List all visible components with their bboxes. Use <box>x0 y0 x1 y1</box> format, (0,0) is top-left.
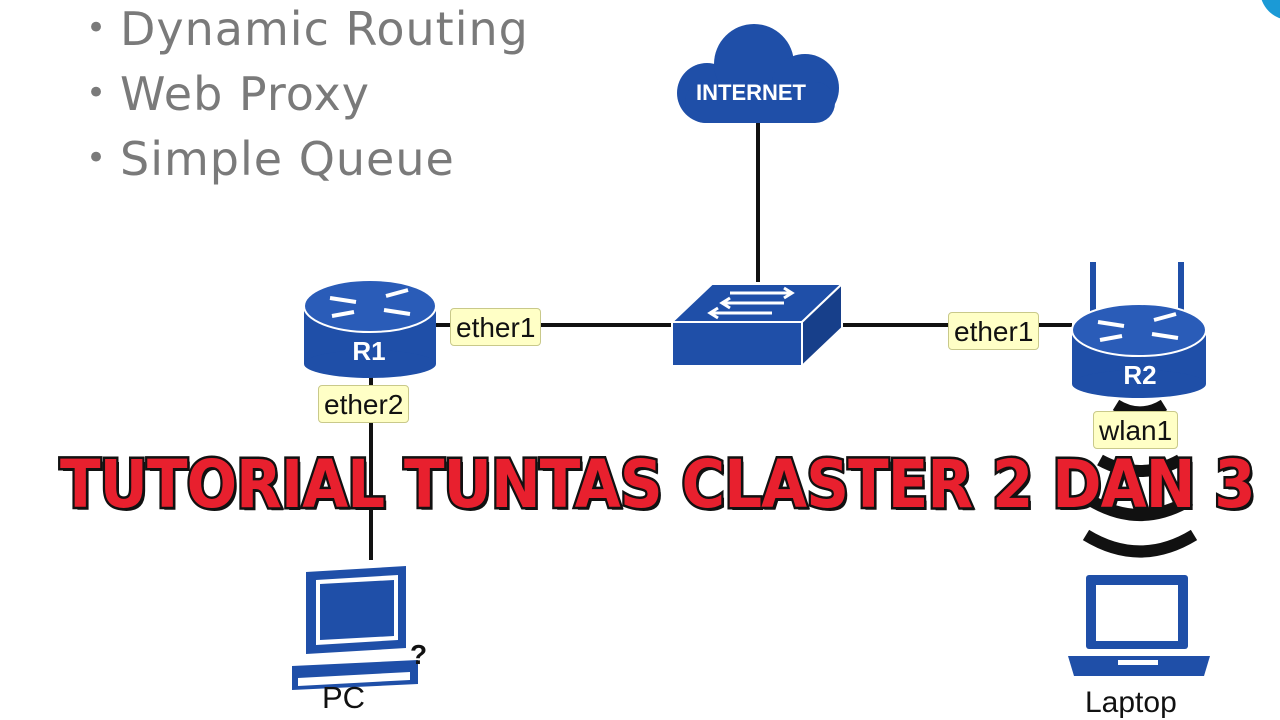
bullet-text: Web Proxy <box>120 67 370 121</box>
r2-ether1-label: ether1 <box>948 312 1040 350</box>
router-r2-icon <box>1071 262 1207 398</box>
bullet-dot: • <box>86 73 108 113</box>
router-r1-label: R1 <box>352 336 385 366</box>
switch-icon <box>669 281 845 369</box>
r2-wlan1-label: wlan1 <box>1093 411 1179 449</box>
bullet-dot: • <box>86 138 108 178</box>
bullet-item: • Dynamic Routing <box>86 0 529 65</box>
svg-text:?: ? <box>410 639 427 670</box>
pc-icon: ? <box>292 566 427 690</box>
r1-ether1-label: ether1 <box>450 308 542 346</box>
laptop-icon <box>1068 575 1210 676</box>
bullet-text: Simple Queue <box>120 132 455 186</box>
bullet-item: • Simple Queue <box>86 130 529 195</box>
bullet-dot: • <box>86 8 108 48</box>
internet-label: INTERNET <box>696 80 807 105</box>
router-r2-label: R2 <box>1123 360 1156 390</box>
tutorial-banner: TUTORIAL TUNTAS CLASTER 2 DAN 3 <box>58 444 1258 526</box>
bullet-item: • Web Proxy <box>86 65 529 130</box>
router-r1-icon <box>303 279 437 378</box>
bullet-list: • Dynamic Routing • Web Proxy • Simple Queu… <box>86 0 529 195</box>
r1-ether2-label: ether2 <box>318 385 410 423</box>
internet-cloud-icon <box>677 24 839 123</box>
pc-label: PC <box>322 680 366 715</box>
laptop-label: Laptop <box>1085 686 1177 719</box>
bullet-text: Dynamic Routing <box>120 2 529 56</box>
